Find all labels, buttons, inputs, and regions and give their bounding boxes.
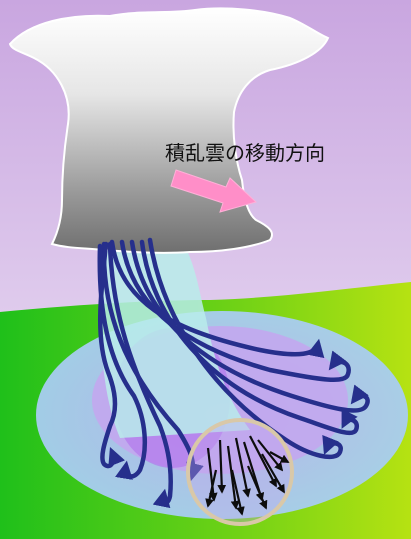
- streamline: [147, 237, 343, 460]
- gust-arrow: [269, 451, 290, 463]
- movement-direction-arrow: [170, 169, 257, 213]
- streamline: [97, 243, 147, 480]
- gust-arrow: [226, 445, 240, 510]
- gust-arrow: [249, 435, 277, 488]
- gust-arrow: [230, 469, 245, 516]
- gust-arrow: [217, 439, 227, 494]
- movement-direction-label: 積乱雲の移動方向: [165, 141, 325, 165]
- gust-arrow: [261, 453, 285, 494]
- streamline: [107, 241, 173, 509]
- gust-arrow: [205, 469, 218, 508]
- streamline: [109, 239, 325, 359]
- streamline: [129, 239, 370, 413]
- gust-arrow: [234, 437, 251, 498]
- gust-arrow: [257, 439, 284, 472]
- cumulonimbus-cloud: [8, 7, 330, 254]
- streamline: [98, 241, 126, 469]
- gust-arrow: [206, 447, 218, 502]
- gust-arrows: [205, 435, 290, 516]
- gust-arrow: [246, 465, 268, 510]
- streamline: [139, 239, 360, 436]
- streamline: [119, 239, 351, 383]
